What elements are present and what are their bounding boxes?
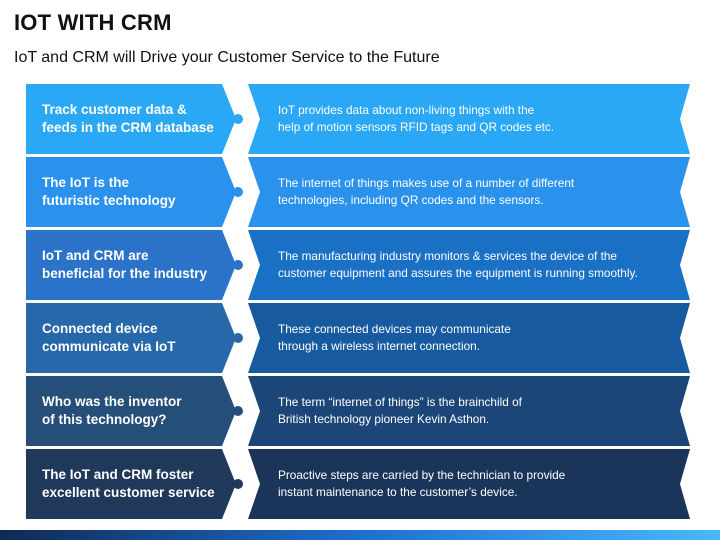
row-label: The IoT and CRM foster excellent custome… [42, 467, 215, 500]
row-description: The manufacturing industry monitors & se… [278, 249, 638, 280]
row-description-banner [248, 376, 690, 446]
row-label-chevron [26, 449, 236, 519]
info-row-3: IoT and CRM are beneficial for the indus… [0, 230, 720, 300]
page-subtitle: IoT and CRM will Drive your Customer Ser… [14, 49, 440, 66]
info-row-5: Who was the inventor of this technology?… [0, 376, 720, 446]
row-description-banner [248, 157, 690, 227]
row-description: IoT provides data about non-living thing… [278, 103, 555, 134]
row-description: The internet of things makes use of a nu… [278, 176, 575, 207]
row-description-banner [248, 84, 690, 154]
row-label: Connected device communicate via IoT [42, 321, 176, 354]
row-label-chevron [26, 376, 236, 446]
row-description-banner [248, 303, 690, 373]
info-row-4: Connected device communicate via IoT The… [0, 303, 720, 373]
connector-dot [233, 333, 243, 343]
row-description: These connected devices may communicate … [278, 322, 511, 353]
info-rows: Track customer data & feeds in the CRM d… [0, 84, 720, 524]
row-label-chevron [26, 230, 236, 300]
connector-dot [233, 187, 243, 197]
row-description-banner [248, 230, 690, 300]
connector-dot [233, 114, 243, 124]
row-label-chevron [26, 157, 236, 227]
connector-dot [233, 406, 243, 416]
info-row-2: The IoT is the futuristic technology The… [0, 157, 720, 227]
row-description-banner [248, 449, 690, 519]
footer-accent-bar [0, 530, 720, 540]
row-description: Proactive steps are carried by the techn… [278, 468, 566, 499]
row-label: The IoT is the futuristic technology [42, 175, 176, 208]
row-label: Who was the inventor of this technology? [42, 394, 182, 427]
info-row-1: Track customer data & feeds in the CRM d… [0, 84, 720, 154]
page-title: IOT WITH CRM [14, 10, 172, 35]
connector-dot [233, 479, 243, 489]
row-label: IoT and CRM are beneficial for the indus… [42, 248, 208, 281]
row-description: The term “internet of things” is the bra… [278, 395, 522, 426]
row-label: Track customer data & feeds in the CRM d… [42, 102, 214, 135]
info-row-6: The IoT and CRM foster excellent custome… [0, 449, 720, 519]
row-label-chevron [26, 84, 236, 154]
connector-dot [233, 260, 243, 270]
row-label-chevron [26, 303, 236, 373]
